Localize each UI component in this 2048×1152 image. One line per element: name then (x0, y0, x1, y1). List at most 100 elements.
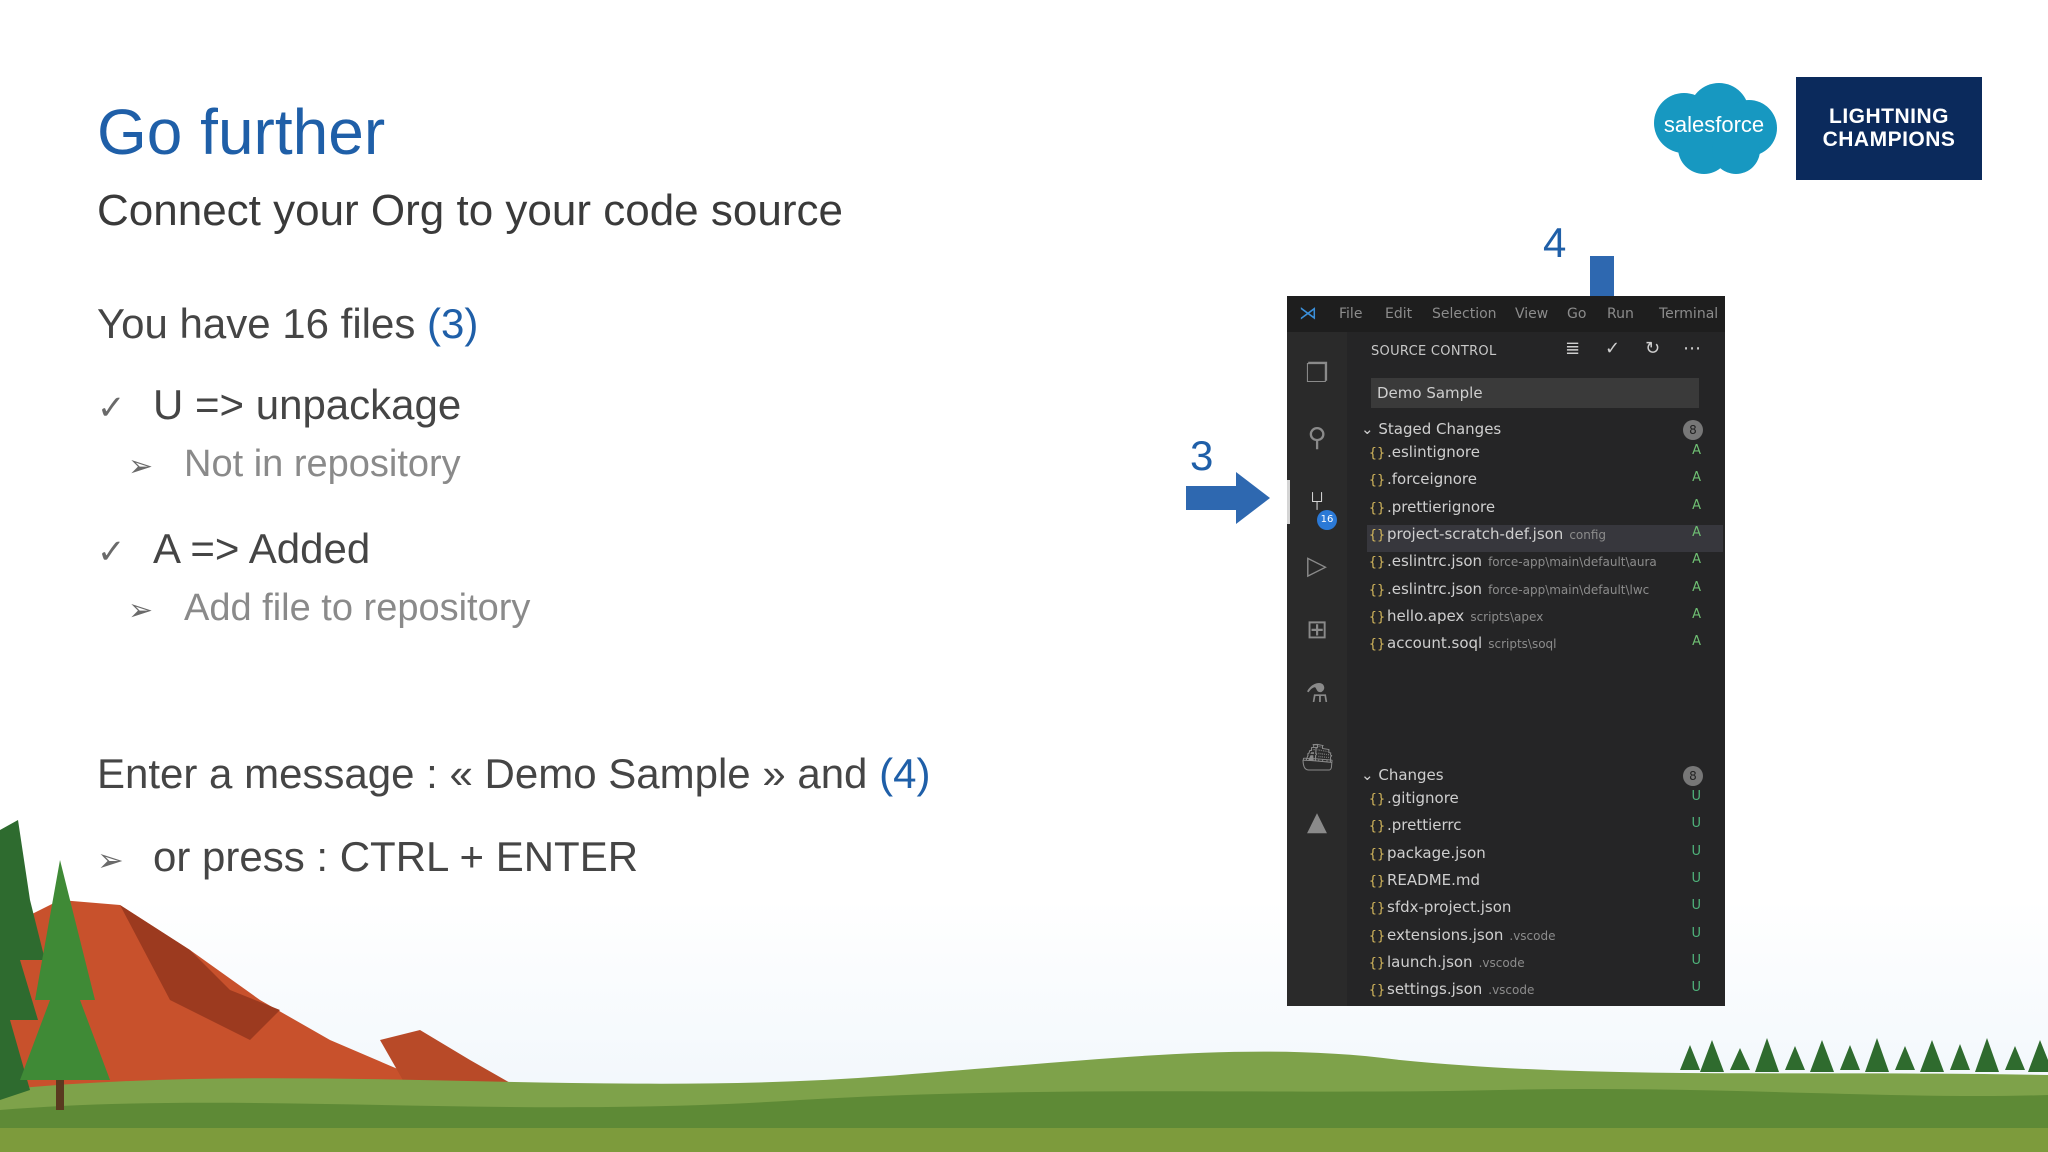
file-path: .vscode (1478, 955, 1525, 970)
file-type-icon: {} (1368, 582, 1386, 598)
file-status: U (1691, 789, 1701, 804)
testing-icon[interactable]: ⚗ (1305, 679, 1329, 709)
file-name: .eslintrc.json (1387, 579, 1483, 598)
file-status: U (1691, 925, 1701, 941)
salesforce-wordmark: salesforce (1663, 112, 1765, 137)
explorer-icon[interactable]: ❐ (1305, 359, 1329, 389)
menu-run[interactable]: Run (1607, 306, 1634, 322)
file-status: A (1692, 634, 1701, 650)
commit-check-icon[interactable]: ✓ (1605, 338, 1621, 359)
file-name: sfdx-project.json (1387, 898, 1512, 917)
extensions-icon[interactable]: ⊞ (1306, 615, 1328, 645)
enter-message-text: Enter a message : « Demo Sample » and (97, 750, 880, 797)
file-row[interactable]: {}launch.json .vscode U (1367, 953, 1723, 980)
file-row[interactable]: {}.eslintrc.json force-app\main\default\l… (1367, 580, 1723, 607)
active-indicator (1287, 480, 1290, 524)
file-status: A (1692, 470, 1701, 486)
menu-selection[interactable]: Selection (1432, 306, 1497, 322)
file-type-icon: {} (1368, 873, 1386, 889)
callout-number-3: 3 (1190, 432, 1214, 479)
file-name: hello.apex (1387, 606, 1465, 625)
view-as-tree-icon[interactable]: ≣ (1565, 338, 1581, 359)
file-status: U (1691, 898, 1701, 914)
count-badge: 8 (1683, 420, 1703, 440)
files-count-line: You have 16 files (3) (97, 303, 478, 345)
menu-edit[interactable]: Edit (1385, 306, 1413, 322)
chevron-down-icon: ⌄ (1361, 766, 1374, 784)
search-icon[interactable]: ⚲ (1307, 423, 1327, 453)
file-name: launch.json (1387, 952, 1473, 971)
menu-file[interactable]: File (1339, 306, 1363, 322)
file-status: A (1692, 579, 1701, 595)
arrow-bullet-icon: ➢ (128, 594, 154, 627)
file-name: package.json (1387, 843, 1486, 862)
menu-bar: ⋊ File Edit Selection View Go Run Termin… (1287, 296, 1725, 332)
changes-group[interactable]: ⌄ Changes 8 (1361, 766, 1725, 786)
file-path: config (1569, 527, 1607, 542)
salesforce-org-icon[interactable]: ▲ (1307, 807, 1327, 837)
file-type-icon: {} (1368, 500, 1386, 516)
vscode-window: ⋊ File Edit Selection View Go Run Termin… (1287, 296, 1725, 1006)
arrow-bullet-icon: ➢ (97, 842, 124, 878)
run-debug-icon[interactable]: ▷ (1307, 551, 1327, 581)
file-name: account.soql (1387, 634, 1483, 653)
file-name: extensions.json (1387, 925, 1504, 944)
file-type-icon: {} (1368, 928, 1386, 944)
check-icon: ✓ (97, 533, 126, 571)
file-status: U (1691, 952, 1701, 968)
group-label: Staged Changes (1378, 420, 1502, 438)
file-type-icon: {} (1368, 792, 1386, 807)
menu-go[interactable]: Go (1567, 306, 1587, 322)
file-name: .eslintrc.json (1387, 552, 1483, 571)
refresh-icon[interactable]: ↻ (1645, 338, 1661, 359)
menu-terminal[interactable]: Terminal (1659, 306, 1719, 322)
bullet-text: A => Added (153, 525, 371, 572)
menu-view[interactable]: View (1515, 306, 1549, 322)
slide-subtitle: Connect your Org to your code source (97, 186, 843, 235)
group-label: Changes (1378, 766, 1444, 784)
file-row[interactable]: {}sfdx-project.json U (1367, 898, 1723, 925)
file-name: .forceignore (1387, 470, 1477, 489)
check-icon: ✓ (97, 389, 126, 427)
press-shortcut-line: ➢or press : CTRL + ENTER (97, 836, 638, 878)
source-control-badge: 16 (1317, 510, 1337, 530)
files-count-ref: (3) (427, 300, 479, 347)
file-row[interactable]: {}.eslintrc.json force-app\main\default\a… (1367, 552, 1723, 579)
file-status: U (1691, 980, 1701, 996)
source-control-icon[interactable]: ⑂ (1309, 487, 1325, 517)
sub-bullet-add-file: ➢Add file to repository (128, 589, 530, 627)
more-actions-icon[interactable]: ⋯ (1683, 338, 1701, 359)
salesforce-logo: salesforce (1644, 78, 1784, 178)
commit-message-input[interactable]: Demo Sample (1371, 378, 1699, 408)
file-name: .eslintignore (1387, 443, 1480, 461)
file-path: force-app\main\default\lwc (1488, 582, 1650, 597)
docker-icon[interactable]: ⛴ (1301, 743, 1335, 773)
slide-title: Go further (97, 96, 386, 168)
bullet-unpackage: ✓U => unpackage (97, 384, 461, 426)
file-type-icon: {} (1368, 555, 1386, 571)
sub-bullet-not-in-repository: ➢Not in repository (128, 445, 461, 483)
file-path: force-app\main\default\aura (1488, 555, 1657, 570)
file-name: .prettierrc (1387, 816, 1462, 835)
file-status: U (1691, 870, 1701, 886)
file-name: project-scratch-def.json (1387, 524, 1564, 543)
lc-line1: LIGHTNING (1829, 105, 1949, 129)
staged-changes-group[interactable]: ⌄ Staged Changes 8 (1361, 420, 1725, 440)
file-type-icon: {} (1368, 955, 1386, 971)
enter-message-ref: (4) (879, 750, 931, 797)
file-status: U (1691, 816, 1701, 832)
file-type-icon: {} (1368, 901, 1386, 917)
file-type-icon: {} (1368, 846, 1386, 862)
